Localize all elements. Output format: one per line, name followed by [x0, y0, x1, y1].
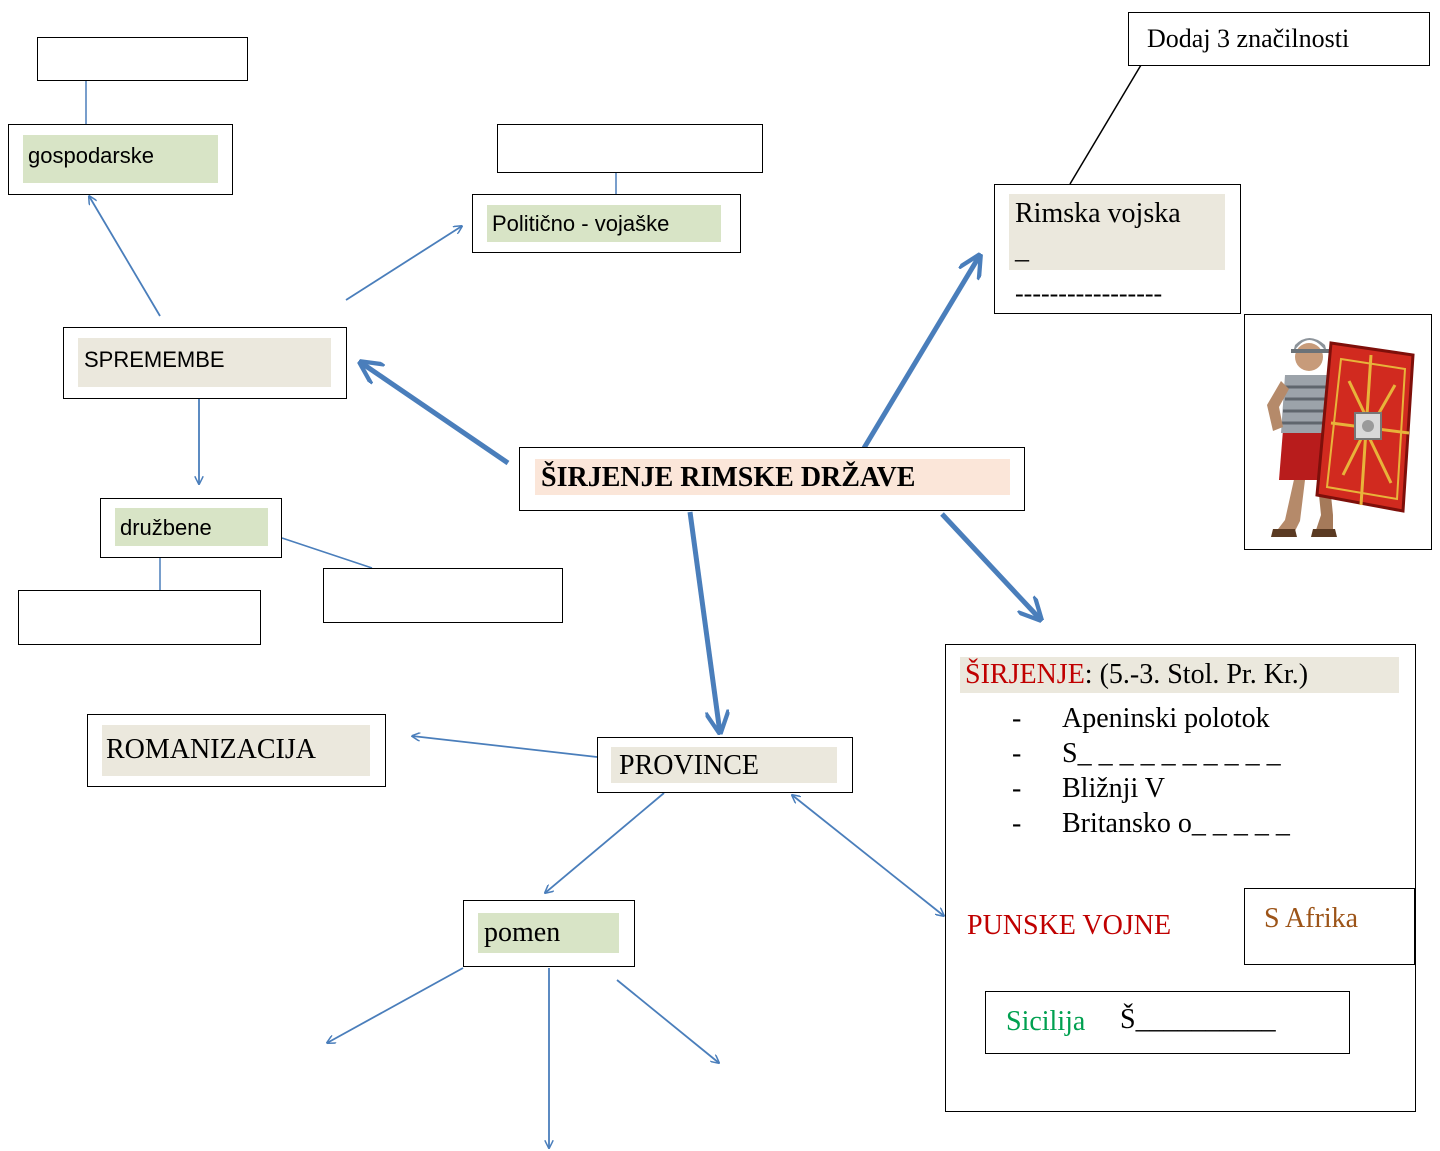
changes-label: SPREMEMBE	[84, 347, 225, 372]
north-africa-label: S Afrika	[1264, 903, 1359, 934]
arrow-to-spremembe	[360, 362, 510, 466]
list-item: - S_ _ _ _ _ _ _ _ _ _	[1012, 738, 1392, 773]
central-topic-node: ŠIRJENJE RIMSKE DRŽAVE	[519, 447, 1025, 511]
economic-label-bg: gospodarske	[23, 135, 218, 183]
arrow-to-gospodarske	[89, 196, 161, 317]
arrow-to-pomen	[545, 792, 665, 893]
central-topic-title: ŠIRJENJE RIMSKE DRŽAVE	[541, 462, 916, 493]
list-item: - Apeninski polotok	[1012, 703, 1392, 738]
province-label-bg: PROVINCE	[611, 747, 837, 783]
expansion-heading-period: : (5.-3. Stol. Pr. Kr.)	[1084, 659, 1309, 690]
sicily-blank: Š__________	[1120, 1004, 1276, 1035]
list-dash: -	[1012, 808, 1022, 839]
romanization-label: ROMANIZACIJA	[106, 734, 316, 765]
sicily-label: Sicilija	[1006, 1006, 1086, 1037]
arrow-province-expansion	[792, 795, 944, 916]
political-label: Politično - vojaške	[492, 211, 670, 236]
arrow-to-politicno	[345, 226, 462, 301]
list-item: - Bližnji V	[1012, 773, 1392, 808]
arrow-meaning-right	[616, 979, 719, 1063]
army-image-frame	[1244, 314, 1432, 550]
expansion-heading-bg: ŠIRJENJE: (5.-3. Stol. Pr. Kr.)	[960, 657, 1399, 693]
list-text: Bližnji V	[1062, 773, 1165, 804]
romanization-label-bg: ROMANIZACIJA	[102, 725, 370, 776]
economic-label: gospodarske	[28, 143, 154, 168]
list-text: Apeninski polotok	[1062, 703, 1270, 734]
meaning-label: pomen	[484, 917, 561, 948]
army-label: Rimska vojska	[1015, 198, 1181, 229]
province-node: PROVINCE	[597, 737, 853, 793]
political-node: Politično - vojaške	[472, 194, 741, 253]
list-dash: -	[1012, 773, 1022, 804]
central-topic-bg: ŠIRJENJE RIMSKE DRŽAVE	[535, 459, 1010, 495]
social-label-bg: družbene	[115, 508, 268, 546]
province-label: PROVINCE	[619, 750, 760, 781]
list-text: S_ _ _ _ _ _ _ _ _ _	[1062, 738, 1281, 769]
punic-wars-label: PUNSKE VOJNE	[967, 910, 1172, 941]
army-node: Rimska vojska _ -----------------	[994, 184, 1241, 314]
changes-label-bg: SPREMEMBE	[78, 338, 331, 387]
economic-node: gospodarske	[8, 124, 233, 195]
army-label-bg: Rimska vojska _	[1009, 194, 1225, 270]
political-label-bg: Politično - vojaške	[487, 205, 721, 242]
roman-legionary-icon	[1267, 338, 1415, 537]
connector-line	[281, 537, 373, 569]
arrow-to-army	[861, 255, 980, 450]
blank-box-social-1	[18, 590, 261, 645]
meaning-label-bg: pomen	[478, 913, 619, 953]
army-line-2: -----------------	[1015, 279, 1163, 308]
expansion-heading-red: ŠIRJENJE	[965, 659, 1085, 690]
army-callout-text: Dodaj 3 značilnosti	[1147, 24, 1350, 53]
social-label: družbene	[120, 515, 212, 540]
meaning-node: pomen	[463, 900, 635, 967]
changes-node: SPREMEMBE	[63, 327, 347, 399]
sicily-node: Sicilija Š__________	[985, 991, 1350, 1054]
list-dash: -	[1012, 738, 1022, 769]
blank-box-economic	[37, 37, 248, 81]
list-item: - Britansko o_ _ _ _ _	[1012, 808, 1392, 843]
army-callout-box: Dodaj 3 značilnosti	[1128, 12, 1430, 66]
romanization-node: ROMANIZACIJA	[87, 714, 386, 787]
north-africa-node: S Afrika	[1244, 888, 1415, 965]
list-text: Britansko o_ _ _ _ _	[1062, 808, 1290, 839]
expansion-heading: ŠIRJENJE: (5.-3. Stol. Pr. Kr.)	[965, 659, 1308, 691]
blank-box-social-2	[323, 568, 563, 623]
expansion-panel: ŠIRJENJE: (5.-3. Stol. Pr. Kr.) - Apenin…	[945, 644, 1416, 1112]
arrow-to-expansion	[940, 512, 1041, 620]
callout-line	[1069, 64, 1142, 185]
arrow-to-romanizacija	[412, 736, 598, 758]
army-line-1: _	[1015, 234, 1029, 265]
blank-box-political	[497, 124, 763, 173]
arrow-to-province	[687, 511, 720, 733]
arrow-meaning-left	[327, 967, 464, 1043]
expansion-list: - Apeninski polotok - S_ _ _ _ _ _ _ _ _…	[1012, 703, 1392, 843]
list-dash: -	[1012, 703, 1022, 734]
social-node: družbene	[100, 498, 282, 558]
